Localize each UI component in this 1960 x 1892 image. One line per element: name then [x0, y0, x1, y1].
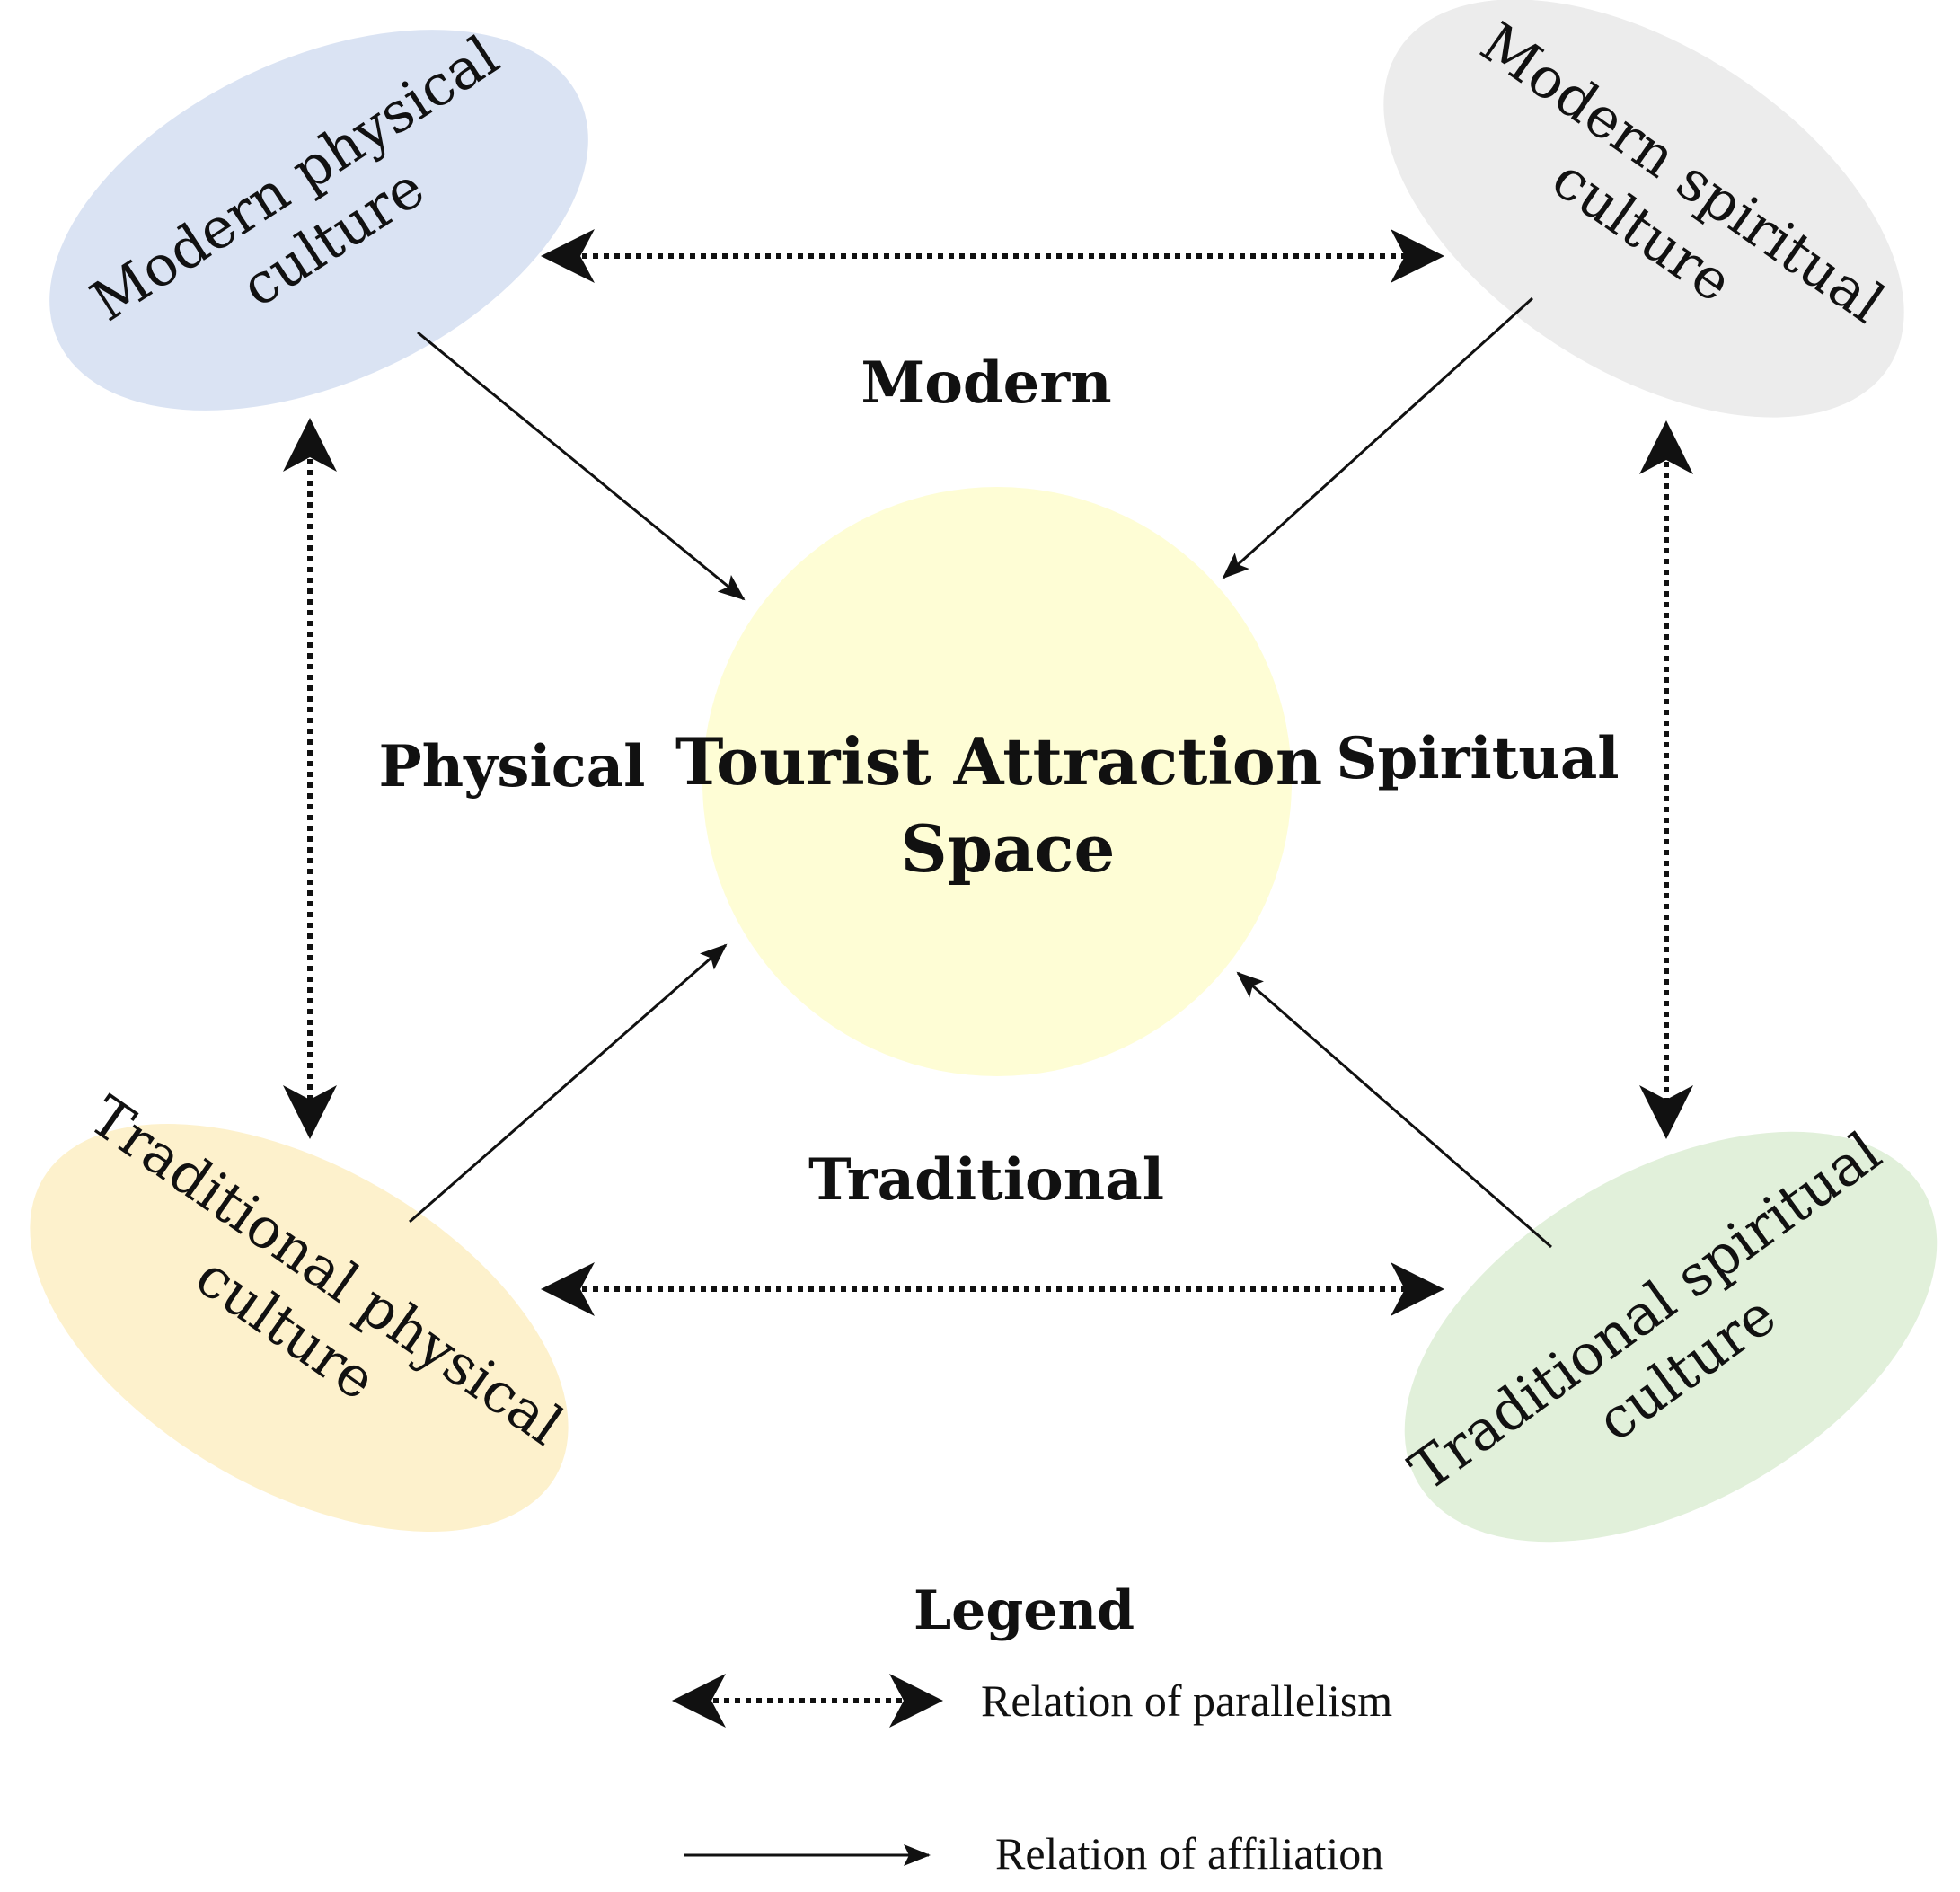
center-circle — [702, 487, 1292, 1076]
axis-label-physical: Physical — [379, 733, 646, 800]
affiliation-arrow-traditional-spiritual — [1236, 971, 1552, 1249]
axis-label-modern: Modern — [861, 349, 1111, 417]
traditional-physical-ellipse — [30, 1124, 569, 1532]
center-label-line1: Tourist Attraction — [675, 723, 1322, 800]
axis-label-spiritual: Spiritual — [1336, 725, 1619, 792]
affiliation-arrow-modern-spiritual — [1222, 296, 1534, 579]
legend: Legend Relation of parallelism Relation … — [672, 1579, 1392, 1879]
center-label-line2: Space — [901, 810, 1116, 887]
legend-title: Legend — [914, 1579, 1135, 1642]
affiliation-arrow-traditional-physical — [409, 943, 728, 1224]
modern-spiritual-ellipse — [1383, 0, 1904, 418]
affiliation-arrow-modern-physical — [417, 331, 746, 601]
legend-affiliation-label: Relation of affiliation — [995, 1828, 1383, 1879]
modern-physical-ellipse — [49, 30, 588, 411]
axis-label-traditional: Traditional — [808, 1146, 1164, 1214]
legend-parallel-label: Relation of parallelism — [981, 1675, 1392, 1726]
